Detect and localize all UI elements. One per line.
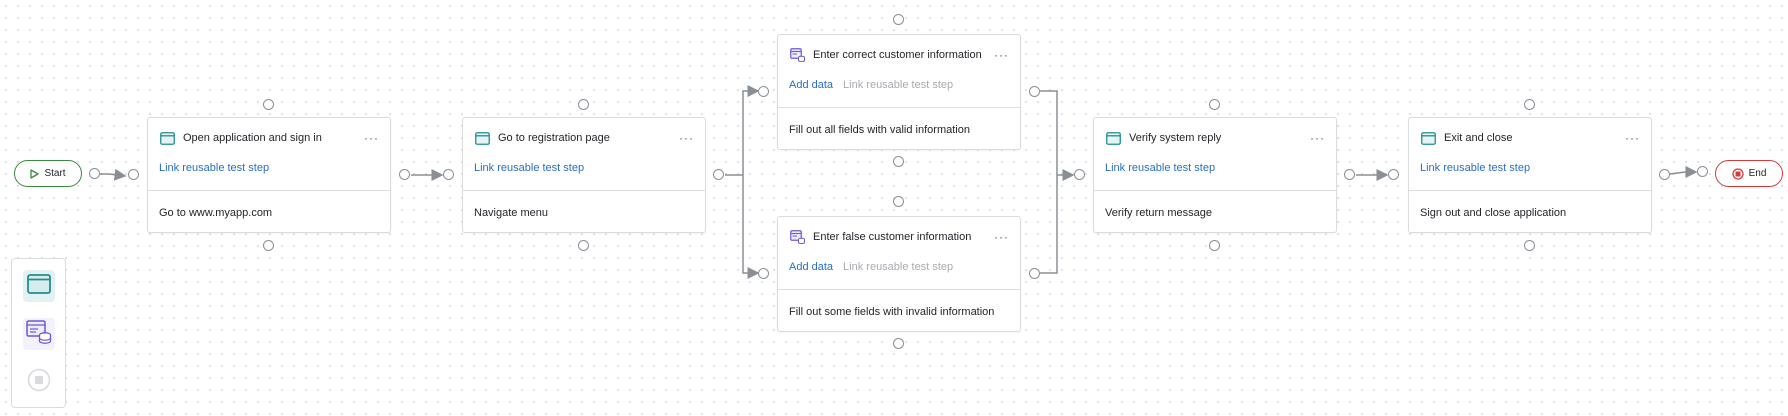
node1-bottom-port[interactable] [263,240,274,251]
start-node[interactable]: Start [14,160,82,187]
node3-top-port[interactable] [893,14,904,25]
step-palette [11,258,66,408]
step-description[interactable]: Verify return message [1105,207,1212,219]
node4-output-port[interactable] [1029,268,1040,279]
more-options-icon[interactable]: ··· [1310,131,1325,145]
start-label: Start [44,168,66,179]
step-title: Go to registration page [498,132,610,144]
divider [1094,190,1336,191]
step-title: Enter false customer information [813,231,972,243]
data-step-icon [789,47,805,63]
node5-input-port[interactable] [1074,169,1085,180]
link-reusable-test-step-link[interactable]: Link reusable test step [474,162,585,174]
play-icon [30,168,40,179]
ui-step-icon [474,130,490,146]
node4-bottom-port[interactable] [893,338,904,349]
step-description[interactable]: Navigate menu [474,207,548,219]
divider [148,190,390,191]
node1-input-port[interactable] [128,169,139,180]
more-options-icon[interactable]: ··· [994,48,1009,62]
node6-bottom-port[interactable] [1524,240,1535,251]
node3-input-port[interactable] [758,86,769,97]
node3-output-port[interactable] [1029,86,1040,97]
ui-step-icon [1105,130,1121,146]
more-options-icon[interactable]: ··· [364,131,379,145]
node4-input-port[interactable] [758,268,769,279]
node5-bottom-port[interactable] [1209,240,1220,251]
add-data-link[interactable]: Add data [789,261,834,273]
connector-branch-node4 [742,175,760,279]
node5-top-port[interactable] [1209,99,1220,110]
connector-branch-node3 [742,85,760,175]
data-step-icon [26,319,52,349]
node6-input-port[interactable] [1388,169,1399,180]
connector-node3-merge [1040,90,1058,175]
step-node-enter-false-info[interactable]: Enter false customer information ··· Add… [777,216,1021,332]
node2-output-port[interactable] [713,169,724,180]
ui-step-icon [27,273,51,299]
step-node-verify-system-reply[interactable]: Verify system reply ··· Link reusable te… [1093,117,1337,233]
step-description[interactable]: Sign out and close application [1420,207,1567,219]
node2-input-port[interactable] [443,169,454,180]
more-options-icon[interactable]: ··· [1625,131,1640,145]
step-description[interactable]: Fill out all fields with valid informati… [789,124,970,136]
divider [778,289,1020,290]
node3-bottom-port[interactable] [893,156,904,167]
step-title: Enter correct customer information [813,49,982,61]
link-reusable-test-step-link[interactable]: Link reusable test step [159,162,270,174]
node6-output-port[interactable] [1659,169,1670,180]
link-reusable-test-step-link[interactable]: Link reusable test step [843,261,954,273]
step-description[interactable]: Go to www.myapp.com [159,207,273,219]
divider [463,190,705,191]
start-output-port[interactable] [89,168,100,179]
node2-top-port[interactable] [578,99,589,110]
connector-node4-merge [1040,175,1058,274]
step-node-open-application[interactable]: Open application and sign in ··· Link re… [147,117,391,233]
step-description[interactable]: Fill out some fields with invalid inform… [789,306,995,318]
end-label: End [1748,168,1767,179]
node6-top-port[interactable] [1524,99,1535,110]
link-reusable-test-step-link[interactable]: Link reusable test step [843,79,954,91]
step-node-enter-correct-info[interactable]: Enter correct customer information ··· A… [777,34,1021,150]
end-step-icon [27,368,51,397]
connector-node6-end [1669,166,1698,178]
end-input-port[interactable] [1697,166,1708,177]
link-reusable-test-step-link[interactable]: Link reusable test step [1105,162,1216,174]
step-title: Verify system reply [1129,132,1222,144]
node1-output-port[interactable] [399,169,410,180]
link-reusable-test-step-link[interactable]: Link reusable test step [1420,162,1531,174]
node1-top-port[interactable] [263,99,274,110]
divider [1409,190,1651,191]
ui-step-icon [159,130,175,146]
stop-icon [1731,167,1744,180]
step-title: Open application and sign in [183,132,322,144]
palette-ui-step[interactable] [23,270,55,302]
palette-end-step[interactable] [23,366,55,398]
step-title: Exit and close [1444,132,1513,144]
node4-top-port[interactable] [893,196,904,207]
connector-start-node1 [100,168,127,181]
add-data-link[interactable]: Add data [789,79,834,91]
end-node[interactable]: End [1715,160,1783,187]
more-options-icon[interactable]: ··· [994,230,1009,244]
more-options-icon[interactable]: ··· [679,131,694,145]
node5-output-port[interactable] [1344,169,1355,180]
node2-bottom-port[interactable] [578,240,589,251]
step-node-registration-page[interactable]: Go to registration page ··· Link reusabl… [462,117,706,233]
ui-step-icon [1420,130,1436,146]
data-step-icon [789,229,805,245]
step-node-exit-and-close[interactable]: Exit and close ··· Link reusable test st… [1408,117,1652,233]
divider [778,107,1020,108]
palette-data-step[interactable] [23,318,55,350]
